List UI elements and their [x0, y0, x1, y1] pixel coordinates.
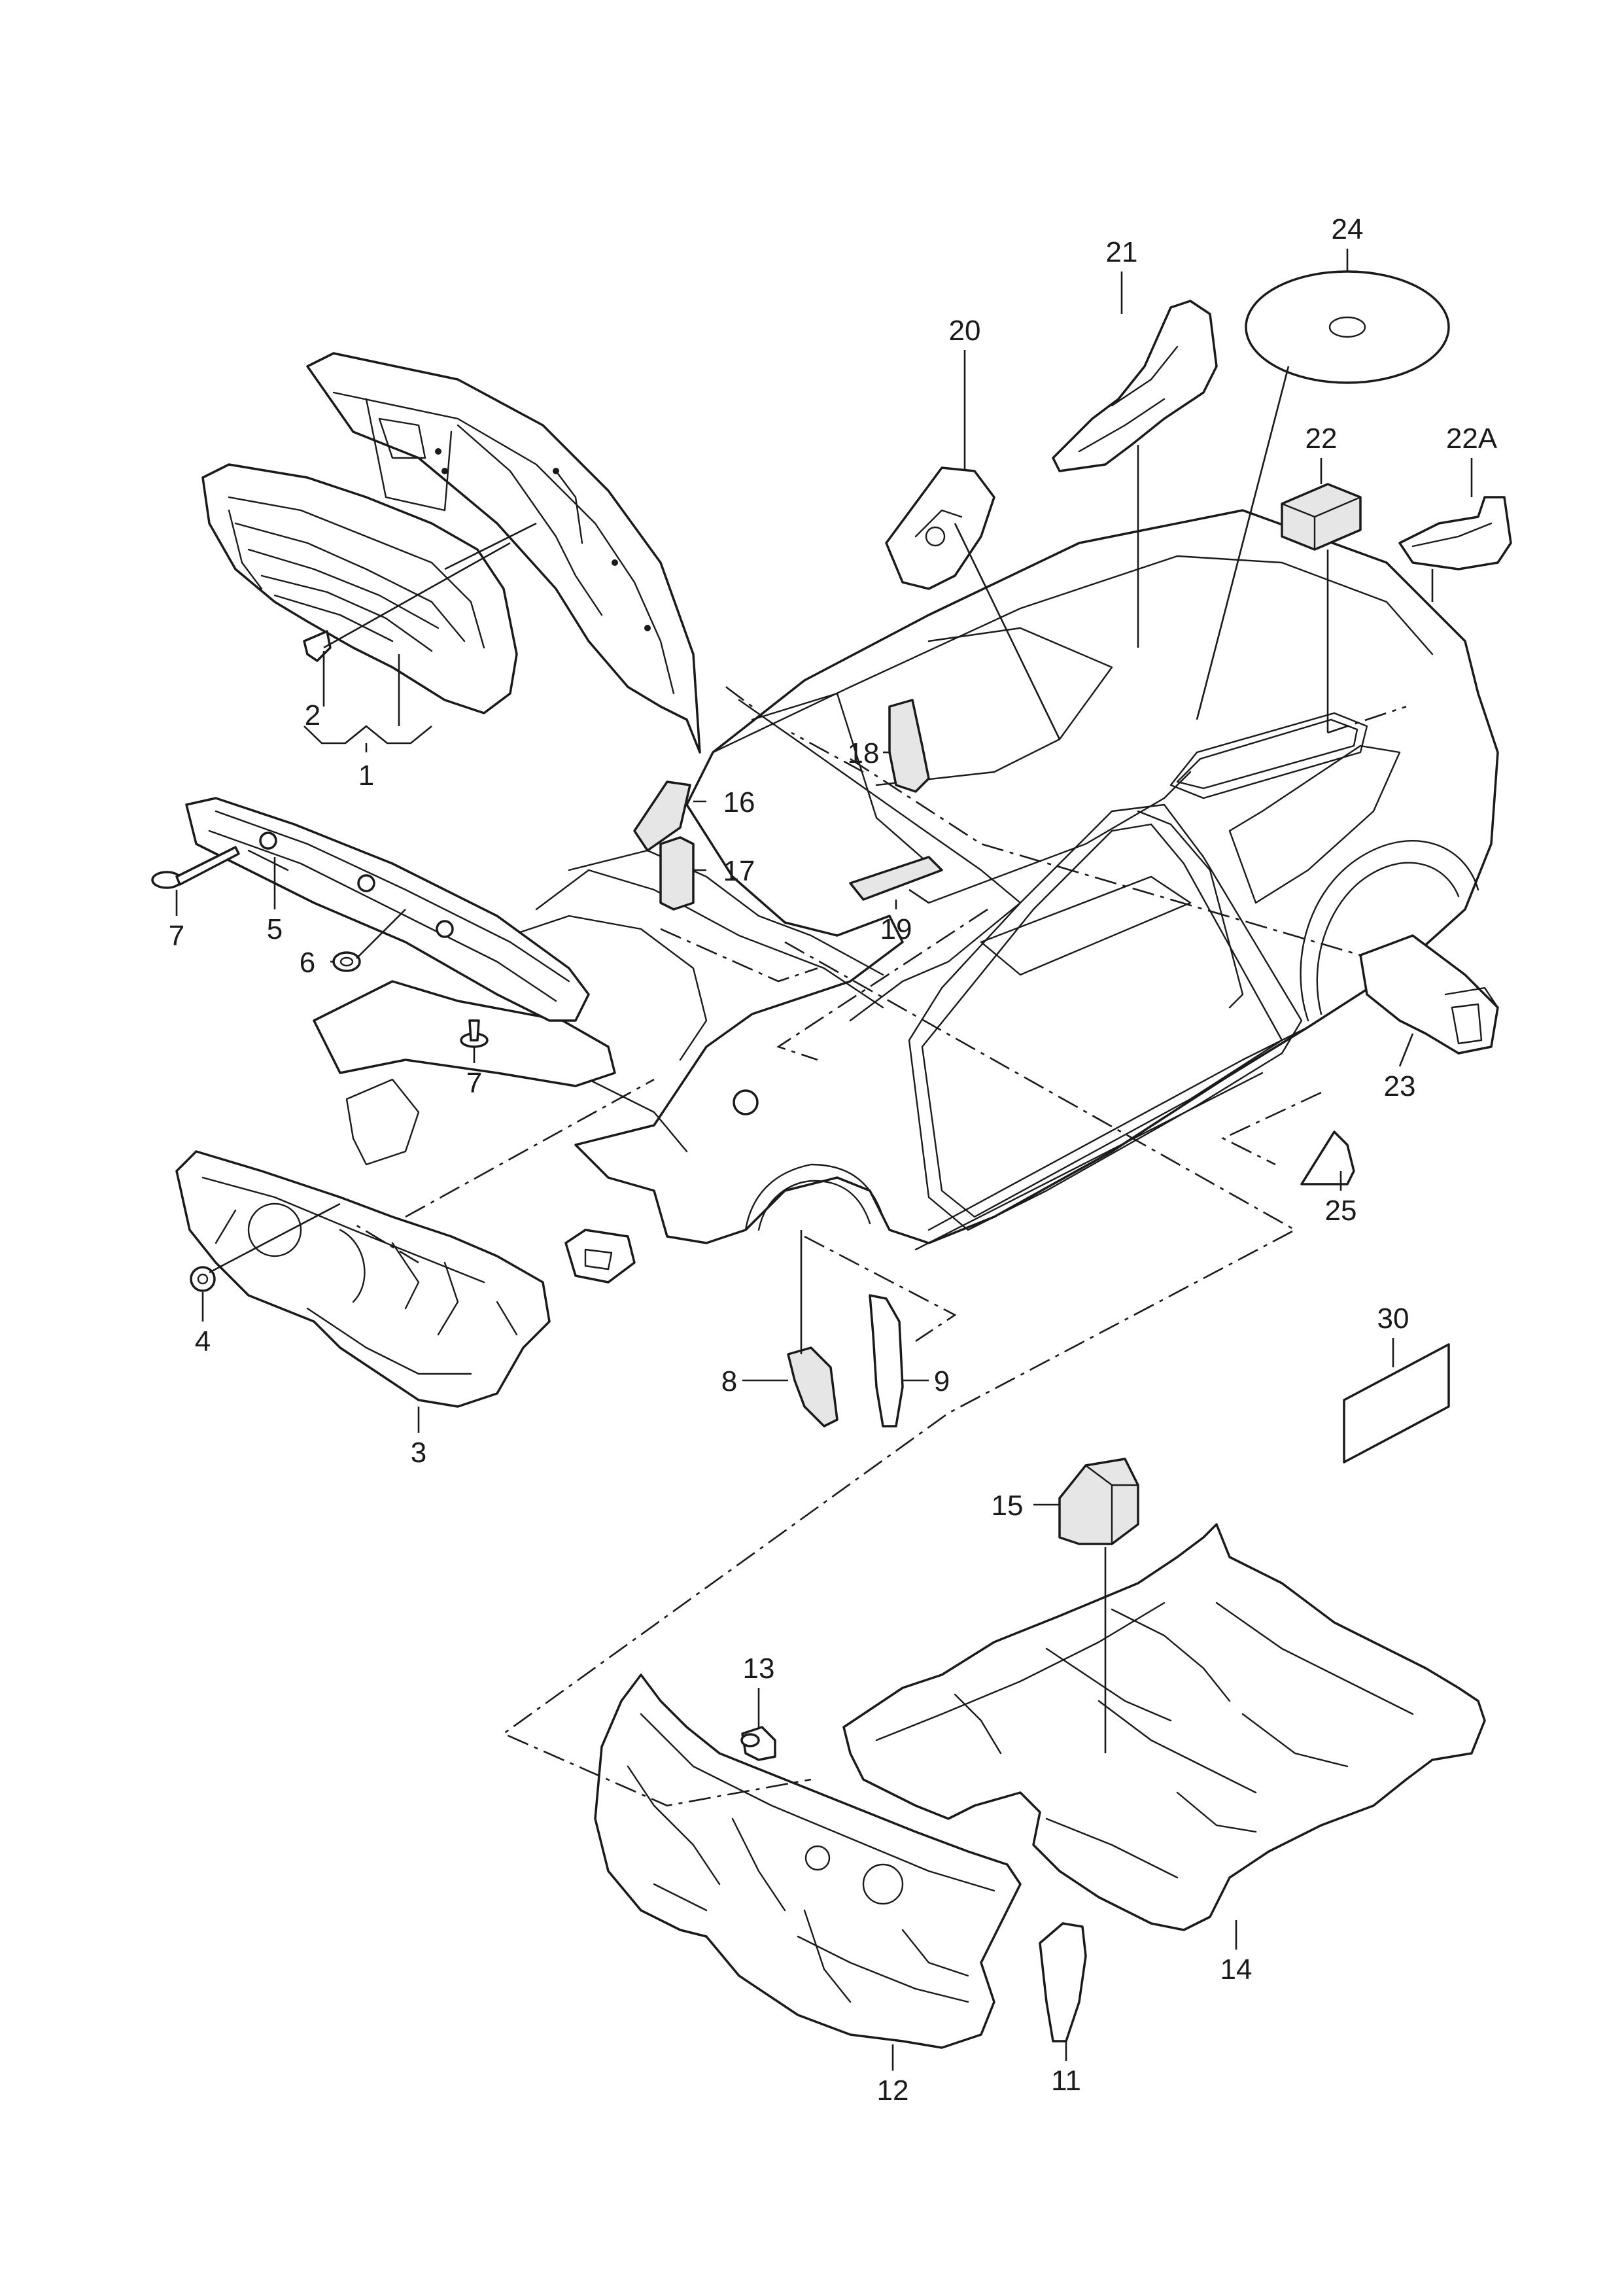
callout-25: 25 [1325, 1195, 1357, 1227]
foam-block-part-15 [1058, 1458, 1139, 1545]
callout-labels: 1 2 3 4 5 6 7 7 8 9 11 12 13 14 15 16 17… [169, 213, 1498, 2107]
callout-20: 20 [949, 315, 981, 347]
sealing-strip-part-9 [869, 1294, 904, 1428]
insulation-disc-part-24 [1245, 270, 1450, 384]
callout-14: 14 [1220, 1953, 1253, 1986]
screw-part-lower [460, 1019, 489, 1048]
clip-part-13 [740, 1726, 776, 1761]
callout-7-lower: 7 [466, 1067, 482, 1099]
callout-22a: 22A [1446, 423, 1498, 455]
label-sheet-part-30 [1343, 1343, 1450, 1463]
car-body-shell [313, 509, 1499, 1284]
callout-23: 23 [1384, 1070, 1416, 1102]
callout-11: 11 [1051, 2065, 1081, 2097]
foam-block-part-16 [633, 780, 691, 852]
insulation-part-20 [885, 466, 995, 590]
callout-4: 4 [195, 1325, 211, 1358]
bulkhead-insulation [175, 1150, 551, 1408]
callout-7-upper: 7 [169, 920, 184, 952]
callout-12: 12 [877, 2075, 909, 2107]
callout-19: 19 [880, 913, 912, 945]
air-duct-part-23 [1359, 934, 1499, 1055]
molded-insulation-part-22a [1398, 496, 1512, 570]
callout-15: 15 [992, 1490, 1024, 1522]
callout-30: 30 [1377, 1303, 1409, 1335]
plenum-panel [185, 797, 590, 1022]
callout-9: 9 [934, 1365, 950, 1397]
foam-block-part-17 [659, 836, 695, 911]
callout-18: 18 [848, 737, 880, 769]
callout-leader-lines [175, 249, 1473, 2071]
callout-1: 1 [358, 760, 374, 792]
callout-16: 16 [723, 786, 755, 818]
callout-8: 8 [721, 1365, 737, 1397]
wedge-insulation-part-25 [1300, 1130, 1355, 1185]
foam-block-part-19 [849, 856, 943, 901]
callout-24: 24 [1332, 213, 1364, 245]
callout-2: 2 [305, 699, 320, 731]
screw-part-upper [151, 846, 240, 889]
callout-13: 13 [743, 1653, 775, 1685]
bulkhead-inner-insulation [594, 1673, 1022, 2049]
foam-block-part-18 [888, 699, 930, 793]
insulation-part-21 [1052, 300, 1218, 472]
clip-nut-part [332, 951, 361, 972]
callout-5: 5 [267, 913, 283, 945]
hood-insulation-pad [201, 463, 518, 714]
callout-17: 17 [723, 855, 755, 887]
foam-block-part-22 [1281, 483, 1362, 551]
callout-6: 6 [300, 947, 315, 979]
assembly-reference-lines [353, 686, 1407, 1807]
callout-22: 22 [1305, 423, 1338, 455]
side-panel-part-11 [1039, 1922, 1087, 2042]
callout-21: 21 [1106, 236, 1138, 268]
retainer-clip-part [190, 1266, 216, 1292]
foam-block-part-8 [787, 1346, 838, 1428]
callout-3: 3 [411, 1437, 426, 1469]
floor-carpet [842, 1523, 1486, 1931]
hood-panel [306, 352, 701, 754]
